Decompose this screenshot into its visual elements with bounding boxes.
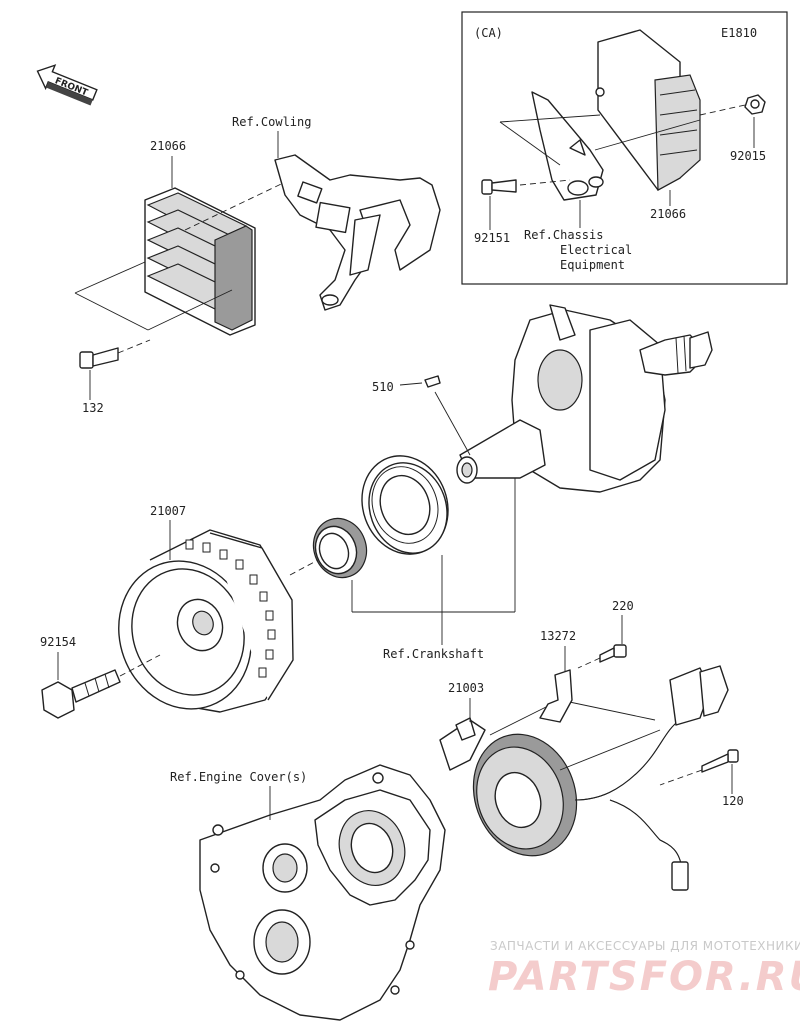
cowling-bracket (274, 154, 441, 311)
bolt-220[interactable] (599, 644, 627, 663)
bolt-132[interactable] (79, 347, 119, 369)
ca-inset: (CA) E1810 (461, 11, 788, 285)
label-21003: 21003 (448, 681, 484, 695)
label-510: 510 (372, 380, 394, 394)
label-220: 220 (612, 599, 634, 613)
starter-clutch[interactable] (305, 511, 374, 585)
crankshaft (456, 304, 713, 493)
regulator-21066[interactable] (144, 187, 256, 336)
watermark-tagline: ЗАПЧАСТИ И АКСЕССУАРЫ ДЛЯ МОТОТЕХНИКИ (490, 939, 800, 953)
label-92151: 92151 (474, 231, 510, 245)
ref-engine-cover: Ref.Engine Cover(s) (170, 770, 307, 784)
front-arrow: FRONT (36, 64, 98, 106)
key-510[interactable] (424, 375, 441, 388)
label-21007: 21007 (150, 504, 186, 518)
ref-chassis-1: Ref.Chassis (524, 228, 603, 242)
chassis-bracket (531, 91, 604, 201)
stator-harness (574, 665, 729, 891)
rotor-21007[interactable] (98, 529, 294, 728)
ref-chassis-3: Equipment (560, 258, 625, 272)
inset-variant-label: (CA) (474, 26, 503, 40)
label-132: 132 (82, 401, 104, 415)
rotor-slots (185, 539, 276, 678)
label-120: 120 (722, 794, 744, 808)
bracket-13272[interactable] (539, 669, 573, 723)
bolt-92151[interactable] (481, 179, 517, 195)
ref-cowling: Ref.Cowling (232, 115, 311, 129)
nut-92015[interactable] (744, 94, 766, 115)
ref-crankshaft: Ref.Crankshaft (383, 647, 484, 661)
bearing[interactable] (348, 444, 461, 567)
label-21066-ca: 21066 (650, 207, 686, 221)
label-13272: 13272 (540, 629, 576, 643)
label-92154: 92154 (40, 635, 76, 649)
watermark-logo: PARTSFOR.RU (488, 954, 800, 1000)
label-21066: 21066 (150, 139, 186, 153)
label-92015: 92015 (730, 149, 766, 163)
engine-cover (199, 764, 446, 1021)
inset-code-label: E1810 (721, 26, 757, 40)
ref-chassis-2: Electrical (560, 243, 632, 257)
stator-21003[interactable] (439, 717, 593, 870)
bolt-92154[interactable] (41, 669, 121, 719)
regulator-ca[interactable] (595, 29, 701, 191)
bolt-120[interactable] (701, 749, 739, 773)
